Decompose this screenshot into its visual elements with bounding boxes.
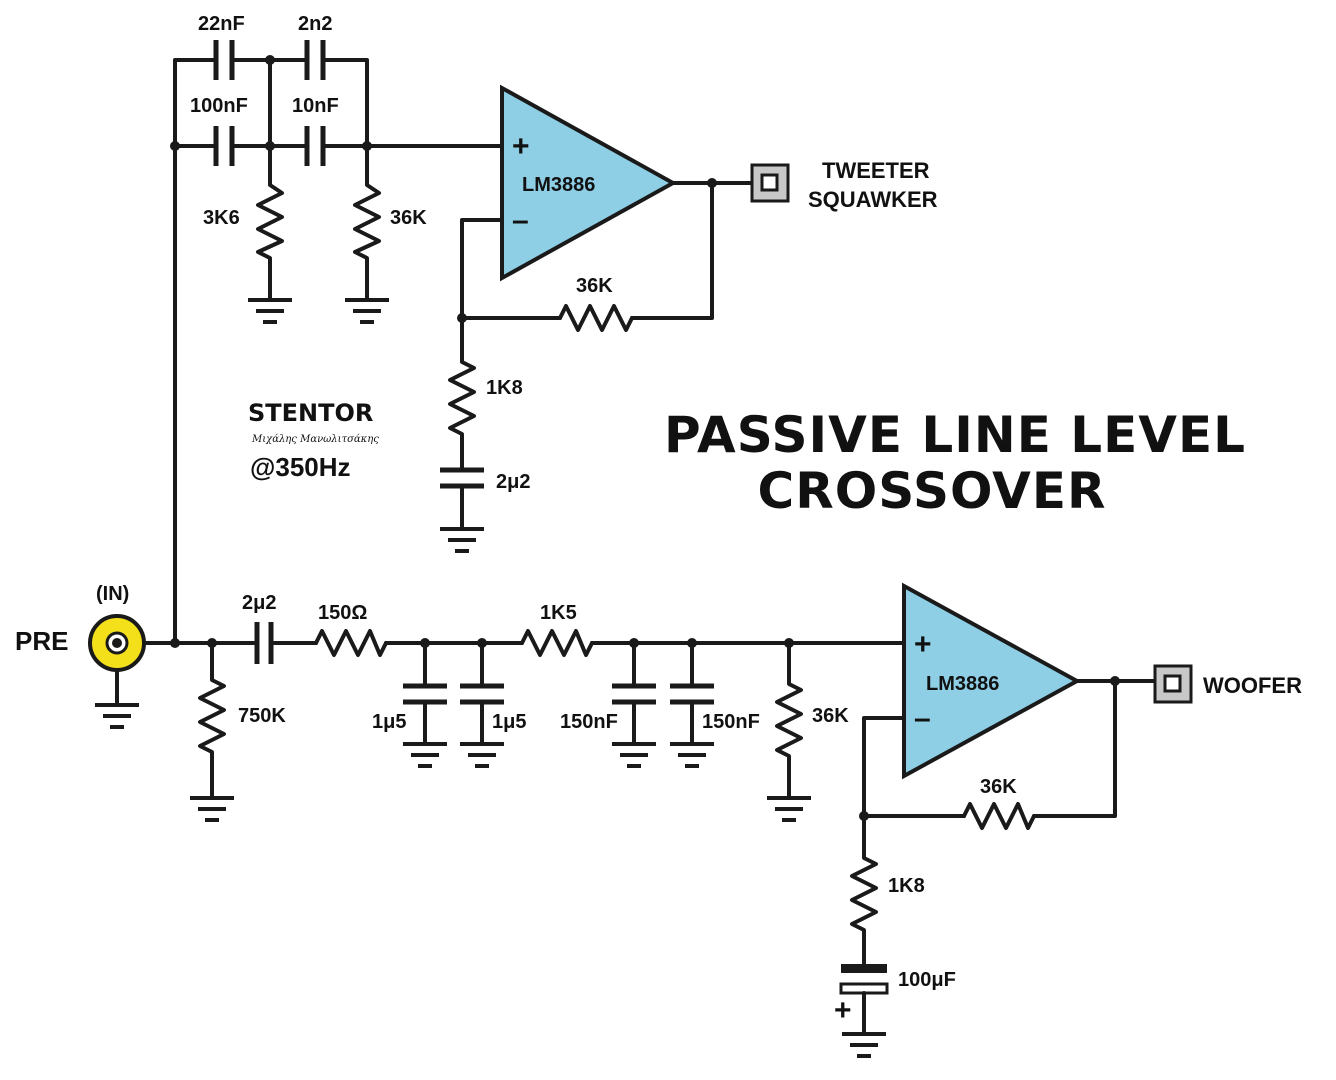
output-terminal-inner (760, 173, 779, 192)
label-tweeter: TWEETER (822, 158, 930, 183)
capacitor-1u5-b (460, 641, 504, 768)
brand-author: Μιχάλης Μανωλιτσάκης (251, 434, 379, 445)
opamp-lm3886-high (500, 84, 678, 282)
feedback-wire-high (460, 181, 714, 320)
capacitor-150nf-b (670, 641, 714, 768)
resistor-36k-feedback-high (558, 304, 634, 332)
capacitor-100uf-electrolytic (839, 964, 889, 1058)
title-block: PASSIVE LINE LEVEL CROSSOVER (664, 406, 1246, 520)
low-pass-section: 750K 2μ2 150Ω 1μ5 1μ5 1K5 (190, 582, 1302, 1058)
crossover-frequency: @350Hz (250, 452, 351, 482)
input-section: (IN) PRE (15, 583, 259, 729)
capacitor-150nf-a (612, 641, 656, 768)
label-150nf-a: 150nF (560, 711, 618, 733)
title-line-2: CROSSOVER (758, 462, 1107, 520)
label-1u5-a: 1μ5 (372, 711, 406, 733)
feedback-wire-low (862, 679, 1117, 818)
resistor-1k8-low (850, 814, 878, 965)
opamp-lm3886-low (902, 582, 1082, 780)
ground-symbol (95, 703, 139, 729)
resistor-1k8-high (448, 316, 476, 470)
label-3k6: 3K6 (203, 207, 240, 229)
label-36k-feedback-high: 36K (576, 275, 613, 297)
opamp-minus-sign: – (914, 702, 931, 735)
label-36k-bias: 36K (812, 705, 849, 727)
opamp-plus-sign: + (914, 628, 932, 661)
label-150nf-b: 150nF (702, 711, 760, 733)
label-36k-shunt: 36K (390, 207, 427, 229)
label-100nf: 100nF (190, 95, 248, 117)
resistor-750k (190, 641, 234, 822)
label-1k5: 1K5 (540, 602, 577, 624)
capacitor-2u2-series (254, 622, 274, 664)
resistor-1k5 (520, 629, 594, 657)
high-pass-section: 22nF 2n2 100nF 10nF 3K6 36K + – LM3886 T… (170, 13, 938, 645)
label-2u2-series: 2μ2 (242, 592, 276, 614)
resistor-150ohm (314, 629, 388, 657)
label-150ohm: 150Ω (318, 602, 367, 624)
label-100uf: 100μF (898, 969, 956, 991)
label-1u5-b: 1μ5 (492, 711, 526, 733)
capacitor-22nf (213, 40, 235, 80)
input-tag: (IN) (96, 583, 129, 605)
opamp-plus-sign: + (512, 130, 530, 163)
junction-dot (170, 638, 180, 648)
resistor-3k6 (248, 144, 292, 324)
opamp-minus-sign: – (512, 204, 529, 237)
capacitor-10nf (304, 126, 326, 166)
electrolytic-plus-sign: + (834, 994, 852, 1027)
label-2n2: 2n2 (298, 13, 332, 35)
resistor-36k-bias (767, 641, 811, 822)
resistor-36k-feedback-low (962, 802, 1036, 830)
label-woofer: WOOFER (1203, 673, 1302, 698)
label-750k: 750K (238, 705, 286, 727)
capacitor-2u2-ground (440, 467, 484, 553)
capacitor-100nf (213, 126, 235, 166)
label-squawker: SQUAWKER (808, 187, 938, 212)
capacitor-1u5-a (403, 641, 447, 768)
label-2u2-ground: 2μ2 (496, 471, 530, 493)
opamp-label-high: LM3886 (522, 174, 595, 196)
title-line-1: PASSIVE LINE LEVEL (664, 406, 1246, 464)
brand-logo: STENTOR (248, 399, 373, 427)
label-22nf: 22nF (198, 13, 245, 35)
output-terminal-inner (1163, 674, 1182, 693)
resistor-36k-shunt (345, 144, 389, 324)
input-label: PRE (15, 626, 68, 656)
label-1k8-high: 1K8 (486, 377, 523, 399)
capacitor-2n2 (304, 40, 326, 80)
rca-jack-pin (112, 638, 122, 648)
junction-dot (170, 141, 180, 151)
label-36k-feedback-low: 36K (980, 776, 1017, 798)
label-1k8-low: 1K8 (888, 875, 925, 897)
brand-block: STENTOR Μιχάλης Μανωλιτσάκης @350Hz (248, 399, 379, 482)
label-10nf: 10nF (292, 95, 339, 117)
junction-dot (265, 55, 275, 65)
opamp-label-low: LM3886 (926, 673, 999, 695)
